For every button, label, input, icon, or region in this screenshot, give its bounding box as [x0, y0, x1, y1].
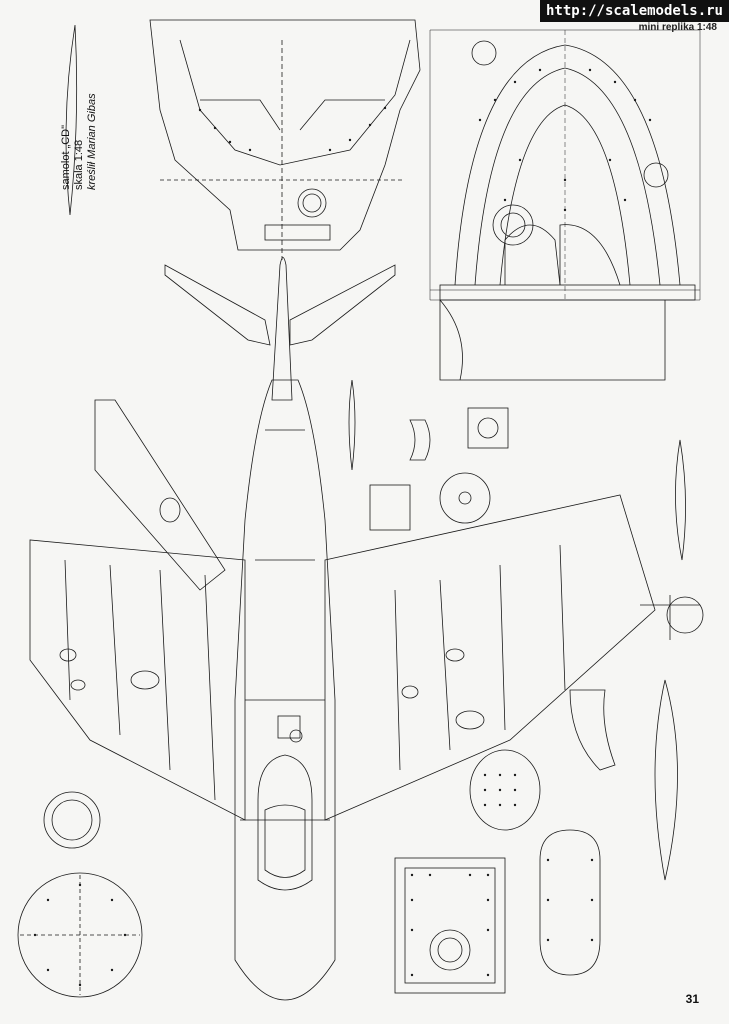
page-number: 31	[685, 992, 699, 1006]
horizontal-tail-right	[289, 264, 396, 346]
drawing-credit: samolot „CD" skala 1:48 kreślił Marian G…	[60, 93, 99, 190]
arch-frame	[454, 44, 681, 286]
fuselage	[234, 379, 336, 1001]
horizontal-tail-left	[164, 264, 271, 346]
wing-left	[29, 539, 246, 821]
rivet-pattern	[33, 68, 652, 987]
blade-profile-right	[675, 439, 686, 561]
rect-panel	[394, 857, 506, 994]
flap-left	[94, 399, 226, 591]
oval-panel	[539, 829, 601, 976]
arch-frame-outer	[429, 29, 701, 301]
panel-hatch	[277, 715, 301, 739]
credit-line-2: skala 1:48	[73, 139, 85, 190]
tank-profile	[654, 679, 678, 881]
round-plate-large	[17, 872, 143, 998]
credit-line-3: kreślił Marian Gibas	[86, 93, 98, 190]
credit-line-1: samolot „CD"	[60, 124, 72, 190]
wing-right	[324, 494, 656, 821]
watermark-url[interactable]: http://scalemodels.ru	[540, 0, 729, 22]
cockpit-canopy	[257, 754, 313, 891]
magazine-header: mini replika 1:48	[638, 22, 717, 33]
drilled-plate	[469, 749, 541, 831]
round-plate-small	[43, 791, 101, 849]
section-cutout-top	[149, 19, 421, 251]
blade-profile-mid	[348, 379, 356, 471]
tail-fin	[271, 257, 293, 401]
blade-profile-top	[65, 24, 78, 216]
